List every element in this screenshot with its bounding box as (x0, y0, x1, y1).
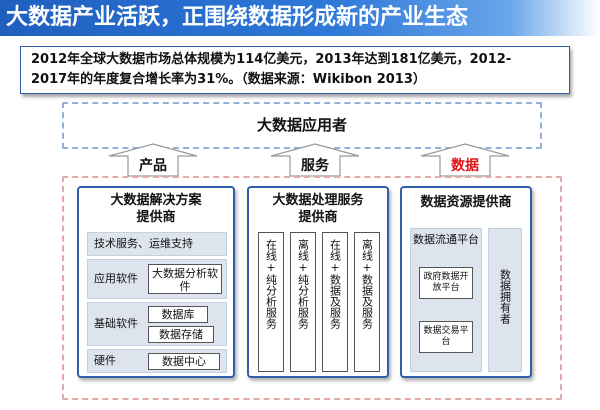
summary-line-1: 2012年全球大数据市场总体规模为114亿美元，2013年达到181亿美元，20… (31, 52, 512, 67)
row-label: 硬件 (94, 354, 116, 367)
arrow-services: 服务 (270, 143, 360, 177)
summary-line-2: 2017年的年度复合增长率为31%。（数据来源：Wikibon 2013） (31, 72, 426, 87)
arrow-label-services: 服务 (301, 158, 329, 174)
row-label: 应用软件 (94, 272, 138, 285)
solutions-title-line1: 大数据解决方案 (110, 193, 202, 208)
solutions-row-hardware: 硬件 数据中心 (87, 349, 227, 373)
solutions-panel: 大数据解决方案 提供商 技术服务、运维支持 应用软件 大数据分析软件 基础软件 … (77, 186, 235, 378)
arrow-data: 数据 (420, 143, 510, 177)
platform-title: 数据流通平台 (413, 233, 479, 246)
gov-open-data-platform: 政府数据开放平台 (419, 267, 473, 299)
application-layer: 大数据应用者 (62, 102, 542, 149)
summary-box: 2012年全球大数据市场总体规模为114亿美元，2013年达到181亿美元，20… (20, 46, 570, 94)
data-exchange-platform: 数据交易平台 (419, 321, 473, 353)
processing-column-offline-data: 离线+数据及服务 (354, 232, 380, 372)
resources-title: 数据资源提供商 (420, 195, 512, 210)
data-storage-item: 数据存储 (148, 326, 214, 343)
column-label: 离线+数据及服务 (360, 239, 374, 329)
page-title: 大数据产业活跃，正围绕数据形成新的产业生态 (6, 5, 469, 30)
processing-panel: 大数据处理服务 提供商 在线+纯分析服务 离线+纯分析服务 在线+数据及服务 离… (247, 186, 389, 378)
data-center-item: 数据中心 (148, 353, 220, 370)
row-label: 技术服务、运维支持 (94, 237, 193, 250)
arrow-label-data: 数据 (451, 158, 479, 174)
column-label: 在线+纯分析服务 (264, 239, 278, 329)
processing-title-line2: 提供商 (298, 210, 338, 225)
processing-column-online-data: 在线+数据及服务 (322, 232, 348, 372)
processing-title-line1: 大数据处理服务 (272, 193, 364, 208)
database-item: 数据库 (148, 306, 208, 323)
arrow-label-products: 产品 (139, 158, 167, 174)
row-label: 基础软件 (94, 317, 138, 330)
arrow-products: 产品 (108, 143, 198, 177)
provider-layer (62, 176, 562, 400)
data-owner-column: 数据拥有者 (488, 228, 522, 372)
title-banner (0, 0, 600, 36)
big-data-analytics-software: 大数据分析软件 (148, 264, 222, 294)
solutions-row-base-software: 基础软件 数据库 数据存储 (87, 302, 227, 346)
solutions-row-app-software: 应用软件 大数据分析软件 (87, 259, 227, 299)
resources-panel: 数据资源提供商 数据流通平台 政府数据开放平台 数据交易平台 数据拥有者 (400, 186, 532, 378)
solutions-row-support: 技术服务、运维支持 (87, 232, 227, 256)
column-label: 在线+数据及服务 (328, 239, 342, 329)
data-circulation-platform: 数据流通平台 政府数据开放平台 数据交易平台 (410, 228, 482, 372)
column-label: 离线+纯分析服务 (296, 239, 310, 329)
data-owner-label: 数据拥有者 (498, 269, 512, 324)
solutions-title-line2: 提供商 (136, 210, 176, 225)
processing-column-offline-analysis: 离线+纯分析服务 (290, 232, 316, 372)
processing-column-online-analysis: 在线+纯分析服务 (258, 232, 284, 372)
